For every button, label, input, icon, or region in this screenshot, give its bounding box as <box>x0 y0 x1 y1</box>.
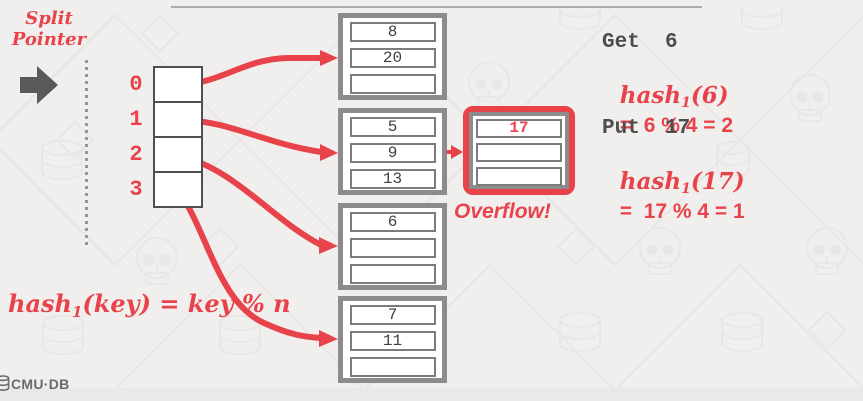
hash-result-put: = 17 % 4 = 1 <box>619 200 745 223</box>
operation-put-hash: hash1(17) = 17 % 4 = 1 <box>602 141 745 254</box>
bucket-1-row-2: 13 <box>349 169 436 189</box>
hash-call-put: hash1(17) <box>619 168 745 197</box>
bucket-1-row-0: 5 <box>349 117 436 137</box>
overflow-bucket-inner: 17 <box>469 112 569 189</box>
bucket-3-row-0: 7 <box>349 305 436 325</box>
split-pointer-line2: Pointer <box>11 29 87 50</box>
cmu-db-logo: CMU·DB <box>0 375 70 392</box>
bucket-1: 5 9 13 <box>338 108 447 195</box>
bucket-3-row-1: 11 <box>349 331 436 351</box>
overflow-row-2 <box>476 167 562 186</box>
hash-function-formula: hash1(key) = key % n <box>8 289 291 321</box>
slot-index-label-0: 0 <box>129 72 143 97</box>
operation-get-hash: hash1(6) = 6 % 4 = 2 <box>602 55 733 168</box>
pointer-arrowhead-0 <box>320 50 338 66</box>
database-watermark-icons <box>41 5 783 355</box>
bucket-3: 7 11 <box>338 296 447 383</box>
slot-cell-0 <box>153 66 203 103</box>
bucket-3-row-2 <box>349 357 436 377</box>
slot-index-label-2: 2 <box>129 142 143 167</box>
slot-cell-1 <box>153 101 203 138</box>
bucket-0-row-2 <box>349 74 436 94</box>
footer-strip <box>0 388 863 401</box>
bucket-0-row-0: 8 <box>349 22 436 42</box>
bucket-2-row-1 <box>349 238 436 258</box>
bucket-2-row-0: 6 <box>349 212 436 232</box>
overflow-row-0: 17 <box>476 119 562 138</box>
split-pointer-label: Split Pointer <box>2 8 96 50</box>
skull-watermark-icons <box>136 61 848 285</box>
bucket-0: 8 20 <box>338 13 447 100</box>
overflow-row-1 <box>476 143 562 162</box>
overflow-link-arrowhead <box>451 145 463 159</box>
overflow-bucket: 17 <box>463 106 575 195</box>
database-icon <box>0 375 10 391</box>
slot-cell-3 <box>153 171 203 208</box>
boundary-dotted-line <box>85 60 88 246</box>
pointer-arrowhead-3 <box>319 330 338 347</box>
hash-call-get: hash1(6) <box>619 82 729 111</box>
split-pointer-arrow-icon <box>20 66 58 104</box>
header-divider-line <box>171 6 702 8</box>
bucket-2-row-2 <box>349 264 436 284</box>
slot-index-label-3: 3 <box>129 177 143 202</box>
split-pointer-line1: Split <box>25 8 73 29</box>
operation-get-label: Get 6 <box>602 31 678 54</box>
bucket-1-row-1: 9 <box>349 143 436 163</box>
cmu-db-logo-text: CMU·DB <box>11 375 70 392</box>
operation-put-label: Put 17 <box>602 117 691 140</box>
pointer-arrow-3 <box>175 187 324 341</box>
slot-cell-2 <box>153 136 203 173</box>
hash-result-get: = 6 % 4 = 2 <box>619 114 734 137</box>
slot-array <box>153 66 203 208</box>
bucket-2: 6 <box>338 203 447 290</box>
pointer-arrowhead-2 <box>319 237 338 254</box>
overflow-label: Overflow! <box>454 200 551 223</box>
bucket-0-row-1: 20 <box>349 48 436 68</box>
pointer-arrowhead-1 <box>320 144 338 161</box>
slot-index-label-1: 1 <box>129 107 143 132</box>
